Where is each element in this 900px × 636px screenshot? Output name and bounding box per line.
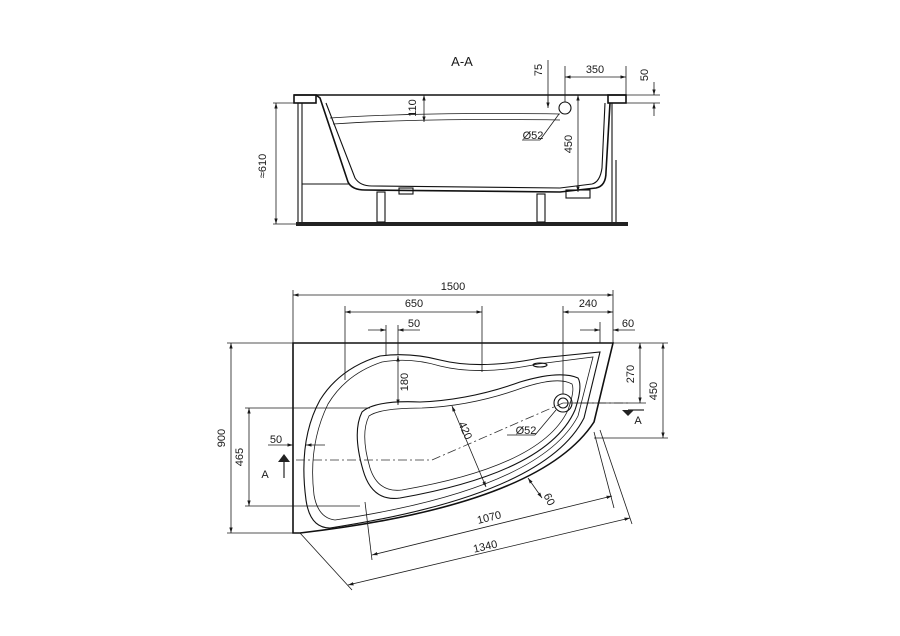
dim-headrest-span: 650 — [405, 298, 423, 310]
dim-rim-depth: 110 — [407, 99, 419, 117]
plan-centerline — [296, 402, 564, 461]
section-view: A-A ≈610 110 75 — [257, 54, 660, 226]
plan-inner-basin-2 — [364, 380, 574, 491]
tub-inner-ledge-2 — [332, 119, 561, 125]
dim-outer-diagonal: 1340 — [472, 538, 499, 555]
plan-rim-outline — [292, 342, 615, 534]
leg-2 — [536, 193, 546, 223]
plan-view: 1500 650 50 180 240 60 270 450 — [216, 281, 668, 591]
dim-overflow-offset: 350 — [586, 64, 604, 76]
dim-right-width: 450 — [648, 382, 660, 400]
dim-rim-60: 60 — [541, 491, 557, 507]
rim-right — [607, 94, 627, 104]
plan-handle — [532, 362, 548, 368]
dim-headrest-depth: 180 — [399, 373, 411, 391]
dim-drain-diameter: Ø52 — [516, 425, 537, 437]
dim-overflow-top: 75 — [533, 64, 545, 76]
dim-line-rim-60 — [527, 477, 543, 499]
dim-drain-depth: 450 — [563, 135, 575, 153]
overflow-hole — [558, 101, 572, 115]
dim-line-outer-diagonal — [347, 517, 631, 586]
plan-inner-basin — [356, 374, 581, 499]
floor-line — [296, 222, 628, 226]
section-marker-right: A — [634, 415, 642, 427]
dim-overall-length: 1500 — [441, 281, 465, 293]
dim-rim-height: 50 — [639, 69, 651, 81]
dim-total-height: ≈610 — [257, 154, 269, 178]
tub-inner-shell — [325, 102, 606, 189]
dim-line-inner-width — [451, 405, 487, 488]
dim-left-height: 465 — [234, 448, 246, 466]
dim-overflow-diameter: Ø52 — [523, 130, 544, 142]
leg-1 — [376, 191, 386, 223]
plan-shell-rim — [312, 356, 594, 521]
rim-left — [293, 94, 317, 104]
dim-right-height: 270 — [625, 365, 637, 383]
foot-plate-1 — [398, 187, 414, 195]
tub-inner-ledge — [329, 113, 561, 119]
dim-corner-offset: 60 — [622, 318, 634, 330]
section-marker-left: A — [261, 469, 269, 481]
dim-headrest-step: 50 — [408, 318, 420, 330]
dim-inner-width: 420 — [456, 420, 474, 442]
dim-overall-width: 900 — [216, 429, 228, 447]
section-title: A-A — [451, 54, 473, 69]
dim-drain-offset: 240 — [579, 298, 597, 310]
dim-left-offset: 50 — [270, 434, 282, 446]
